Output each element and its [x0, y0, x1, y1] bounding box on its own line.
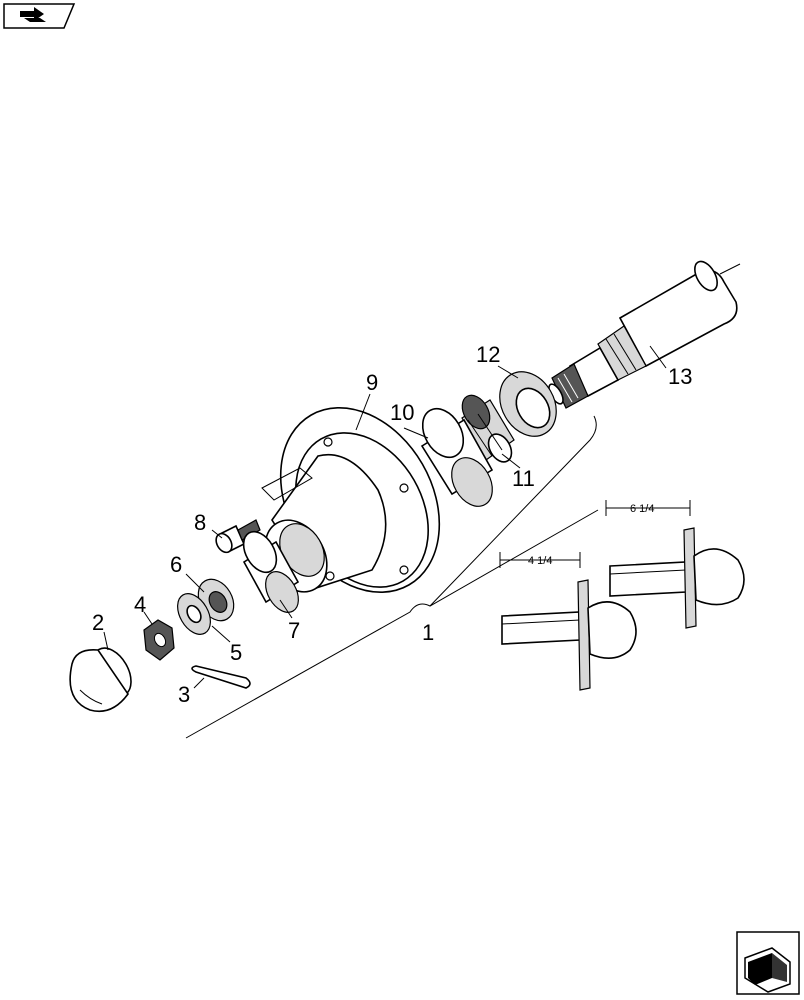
callout-9: 9 — [366, 370, 378, 395]
callout-12: 12 — [476, 342, 500, 367]
hub-part — [261, 407, 441, 593]
callout-4: 4 — [134, 592, 146, 617]
item-1-bracket — [185, 415, 599, 739]
cotter-pin-part — [191, 665, 251, 689]
long-hub-variant — [605, 500, 745, 629]
outer-cup-part — [242, 530, 300, 613]
inner-bearing-part — [461, 394, 515, 463]
navigation-arrow-icon[interactable] — [3, 3, 76, 29]
callout-6: 6 — [170, 552, 182, 577]
callout-11: 11 — [512, 466, 535, 491]
nut-part — [143, 619, 175, 661]
long-hub-dimension: 6 1/4 — [630, 503, 654, 515]
next-page-icon[interactable] — [736, 931, 800, 995]
callout-13: 13 — [668, 364, 692, 389]
callout-7: 7 — [288, 618, 300, 643]
short-hub-dimension: 4 1/4 — [528, 555, 552, 567]
callout-8: 8 — [194, 510, 206, 535]
callout-1: 1 — [422, 620, 434, 645]
bolt-part — [215, 519, 261, 554]
dust-cap-part — [69, 647, 132, 713]
short-hub-variant — [499, 552, 637, 691]
callout-2: 2 — [92, 610, 104, 635]
leader-lines — [103, 345, 667, 689]
callout-5: 5 — [230, 640, 242, 665]
inner-cup-part — [420, 407, 494, 507]
callout-10: 10 — [390, 400, 414, 425]
callout-3: 3 — [178, 682, 190, 707]
seal-part — [499, 371, 557, 437]
washer-part — [177, 593, 211, 635]
spindle-part — [548, 260, 741, 409]
